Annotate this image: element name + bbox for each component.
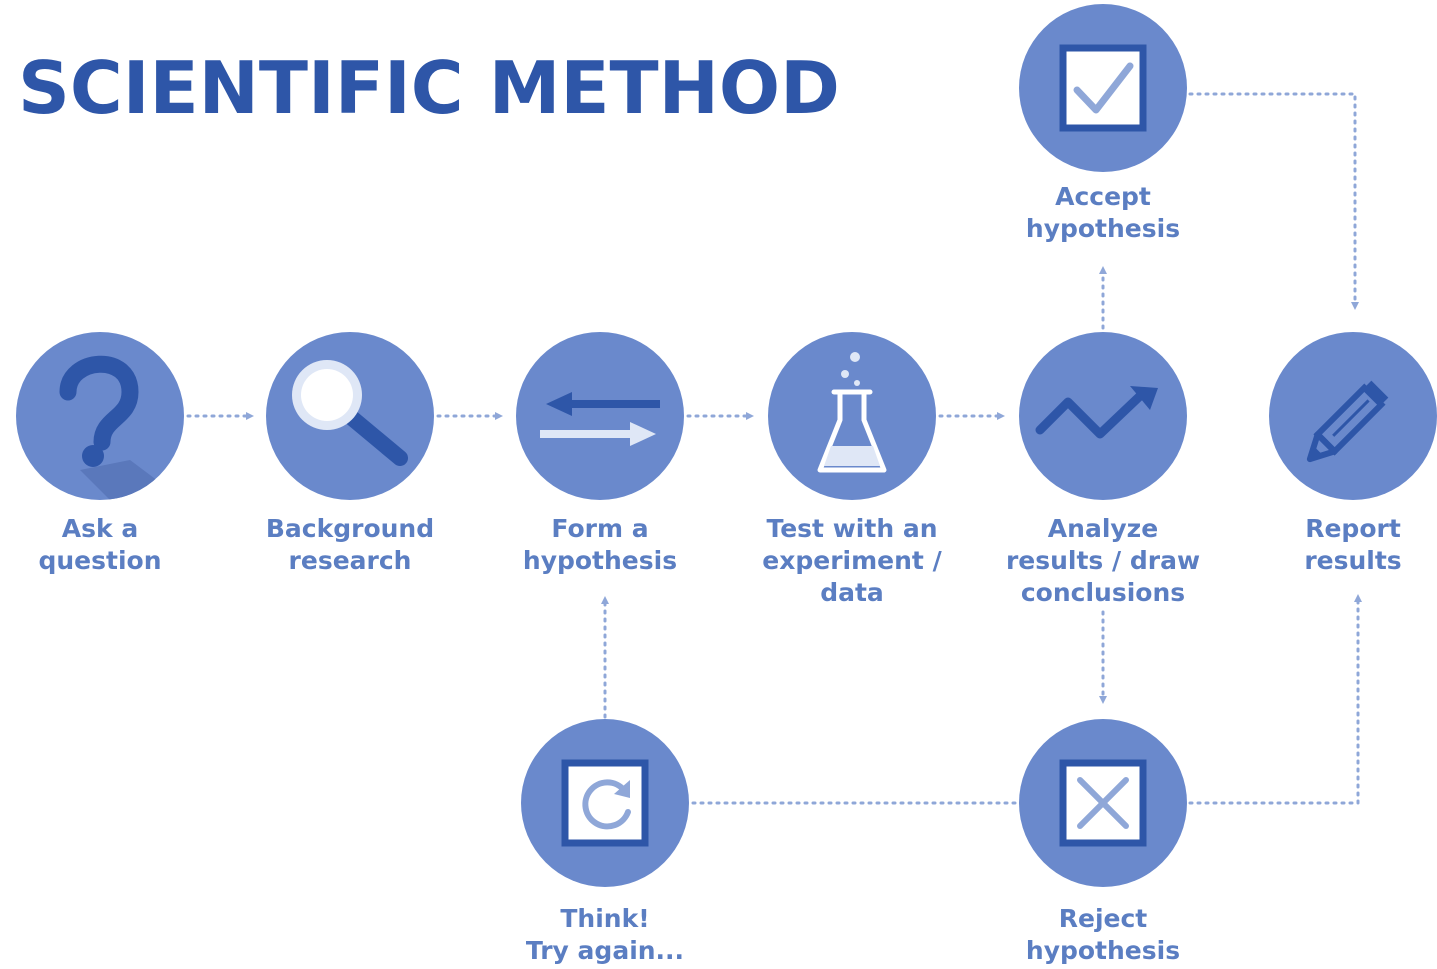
connector-accept-report <box>1188 92 1357 304</box>
connectors <box>186 92 1362 805</box>
step-label-line: results <box>1304 546 1401 575</box>
step-accept-hypothesis: Accept hypothesis <box>1019 4 1187 243</box>
magnifying-glass-icon <box>292 360 408 466</box>
step-label-line: experiment / <box>762 546 942 575</box>
step-label-line: Try again... <box>526 936 684 965</box>
arrowhead-icon <box>746 412 754 420</box>
step-reject-hypothesis: Reject hypothesis <box>1019 719 1187 965</box>
refresh-icon <box>561 759 649 847</box>
arrowhead-icon <box>1099 266 1107 274</box>
long-shadow <box>80 460 184 500</box>
step-label-line: Test with an <box>766 514 937 543</box>
step-label-line: Ask a <box>62 514 138 543</box>
trend-line-icon <box>1035 386 1158 439</box>
node-circle <box>1019 332 1187 500</box>
node-circle <box>768 332 936 500</box>
step-label-line: Reject <box>1059 904 1148 933</box>
node-circle <box>16 332 184 500</box>
arrowhead-icon <box>997 412 1005 420</box>
step-form-hypothesis: Form a hypothesis <box>516 332 684 575</box>
step-label-line: data <box>820 578 884 607</box>
arrowhead-icon <box>601 596 609 604</box>
arrowhead-icon <box>1099 696 1107 704</box>
arrowhead-icon <box>495 412 503 420</box>
checkbox-check-icon <box>1059 44 1147 132</box>
step-label-line: Background <box>266 514 434 543</box>
step-label-line: research <box>289 546 412 575</box>
question-mark-icon <box>59 355 139 467</box>
step-report-results: Report results <box>1269 332 1437 575</box>
checkbox-x-icon <box>1059 759 1147 847</box>
page-title: SCIENTIFIC METHOD <box>18 46 840 130</box>
swap-arrows-icon <box>540 392 660 446</box>
arrowhead-icon <box>1354 594 1362 602</box>
step-label-line: Accept <box>1055 182 1151 211</box>
step-label-line: hypothesis <box>1026 214 1180 243</box>
step-label-line: Think! <box>560 904 649 933</box>
pencil-icon <box>1306 380 1389 463</box>
step-analyze-results: Analyze results / draw conclusions <box>1006 332 1200 607</box>
step-label-line: Report <box>1305 514 1401 543</box>
step-label-line: question <box>38 546 161 575</box>
step-test-experiment: Test with an experiment / data <box>762 332 943 607</box>
arrowhead-icon <box>1351 302 1359 310</box>
step-label-line: hypothesis <box>1026 936 1180 965</box>
node-circle <box>516 332 684 500</box>
step-background-research: Background research <box>266 332 434 575</box>
connector-reject-report <box>1188 600 1360 805</box>
flask-icon <box>817 352 887 473</box>
arrowhead-icon <box>246 412 254 420</box>
step-think-try-again: Think! Try again... <box>521 719 689 965</box>
step-label-line: hypothesis <box>523 546 677 575</box>
step-label-line: conclusions <box>1021 578 1185 607</box>
step-label-line: Form a <box>551 514 648 543</box>
step-label-line: results / draw <box>1006 546 1200 575</box>
step-label-line: Analyze <box>1048 514 1158 543</box>
step-ask-question: Ask a question <box>16 332 184 575</box>
